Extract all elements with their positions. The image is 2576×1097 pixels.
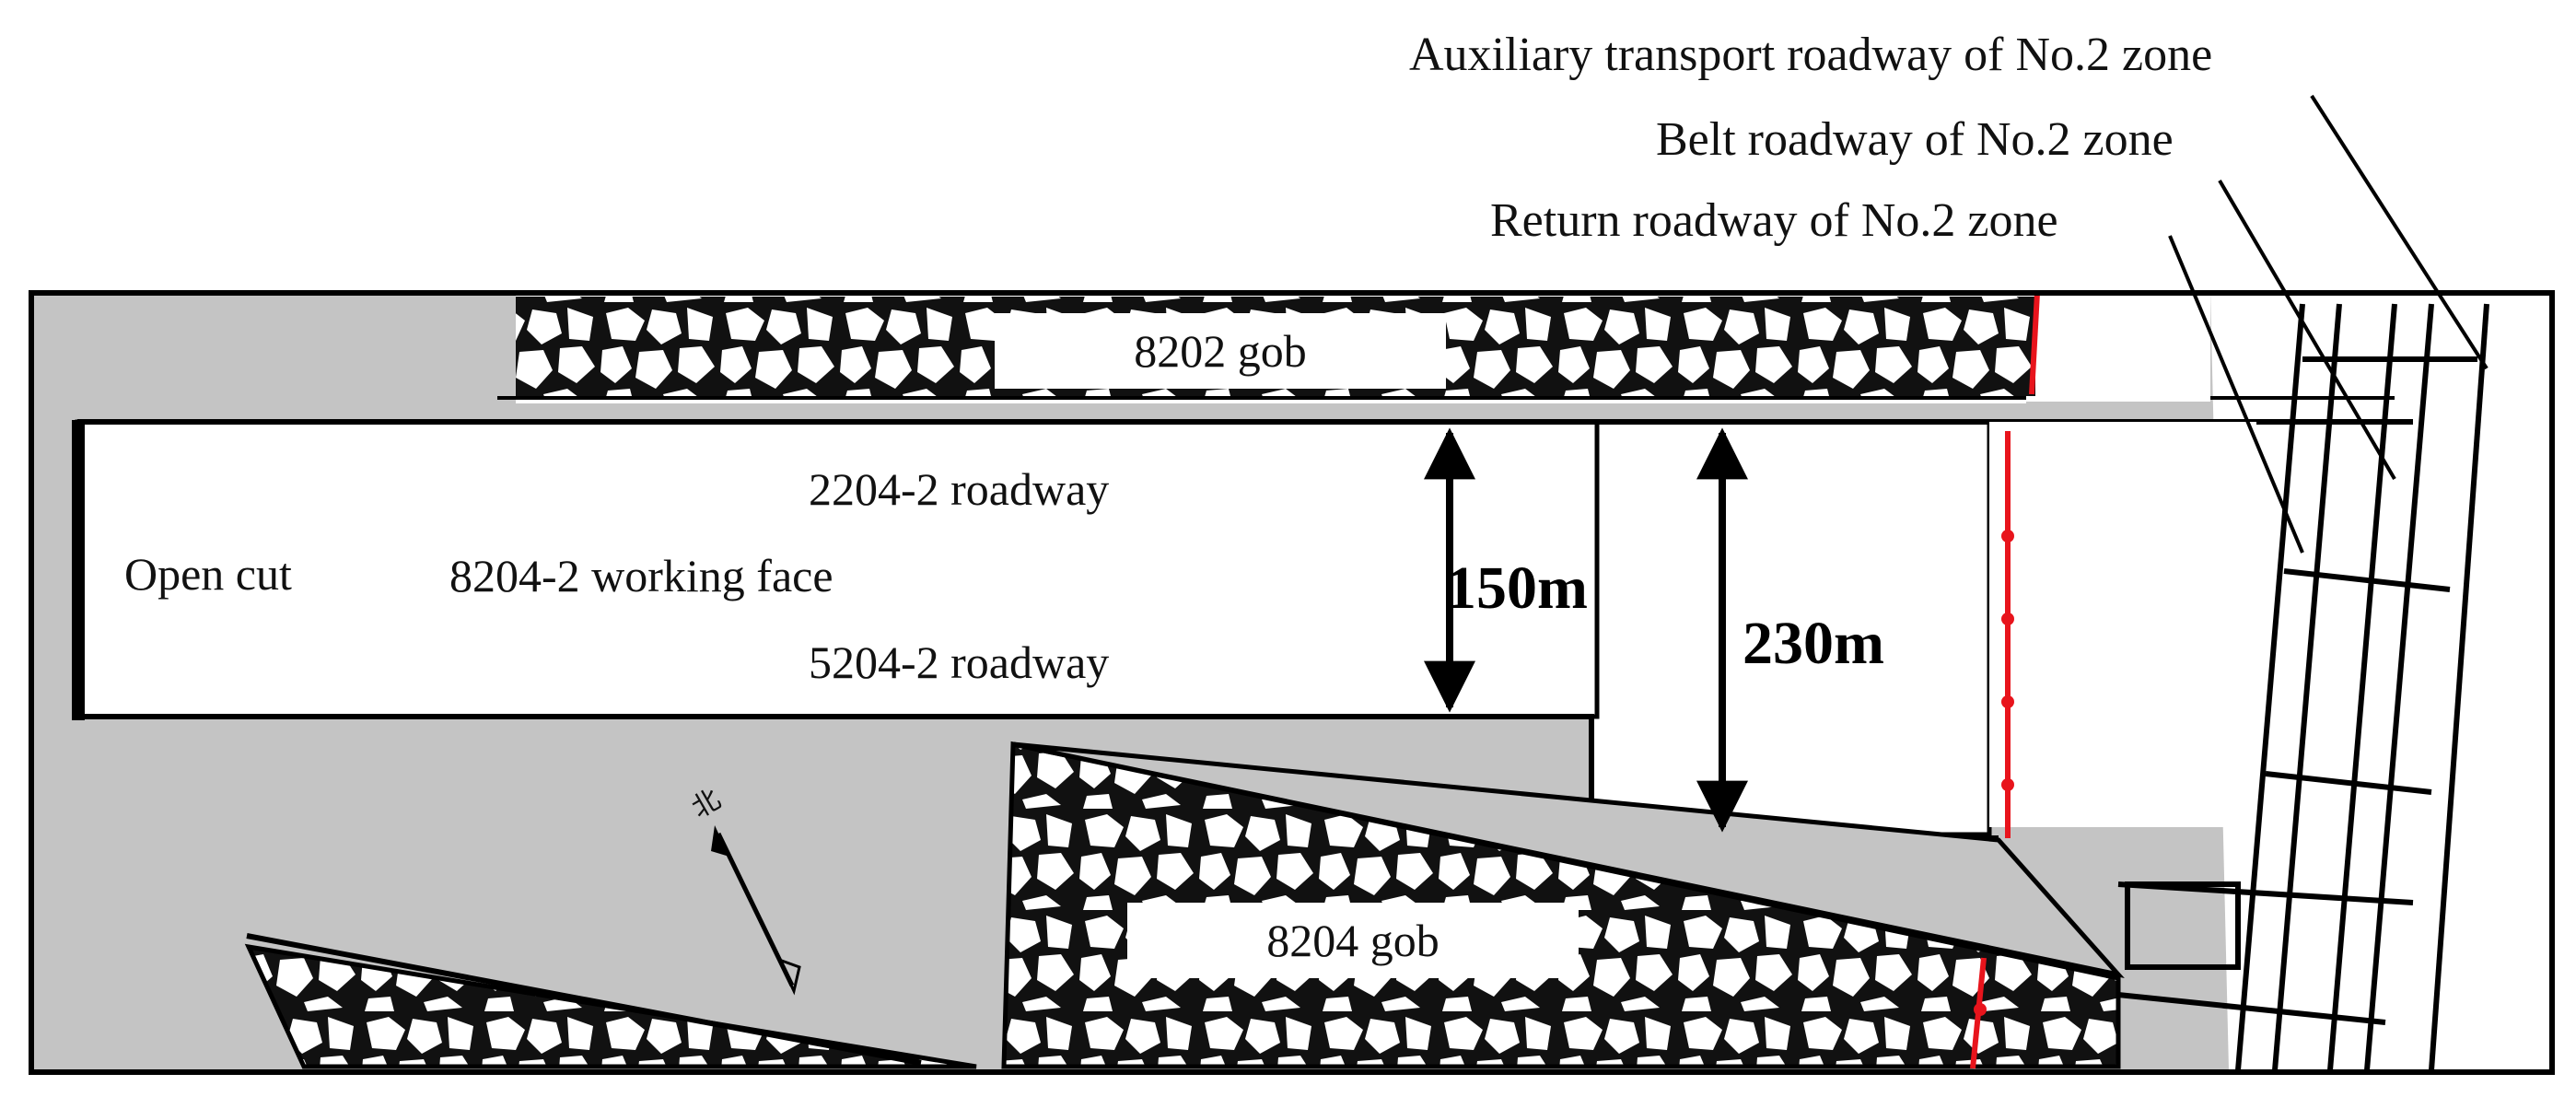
zone-2-roadways [2117,303,2489,1071]
label-belt: Belt roadway of No.2 zone [1656,113,2174,166]
label-gob-8202: 8202 gob [1134,325,1307,377]
east-region-white-2 [1989,422,2256,827]
label-dim-150: 150m [1446,554,1588,622]
boundary-markers [1974,530,2014,1016]
leader-aux [2310,94,2489,370]
label-open-cut: Open cut [124,548,292,600]
gob-8202-label-box [995,313,1446,389]
label-roadway-5204: 5204-2 roadway [809,636,1109,688]
north-arrow-icon [711,825,801,996]
diagram-frame [29,290,2555,1075]
working-face-block [75,419,1600,719]
label-working-face: 8204-2 working face [449,550,833,601]
label-aux-transport: Auxiliary transport roadway of No.2 zone [1409,29,2212,81]
open-cut-wall [72,420,85,720]
gob-8204-label-box [1127,903,1579,978]
boundary-line-upper [2029,292,2040,395]
label-return: Return roadway of No.2 zone [1490,194,2058,247]
leader-belt [2218,179,2396,481]
label-roadway-2204: 2204-2 roadway [809,463,1109,515]
gob-8204-grey-wedge [1012,741,2125,978]
label-dim-230: 230m [1743,610,1884,677]
leader-return [2168,235,2304,554]
east-region-white [2026,295,2210,402]
gob-lower-left-edge [246,933,922,1066]
label-gob-8204: 8204 gob [1266,915,1440,966]
